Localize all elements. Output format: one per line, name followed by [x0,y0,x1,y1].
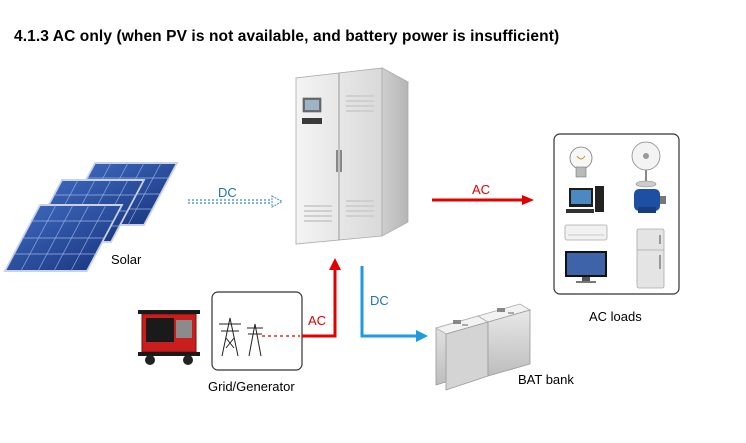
battery-bank-label: BAT bank [518,372,574,387]
inverter-cabinet-icon [294,67,410,245]
fan-icon [631,141,661,188]
battery-bank-icon [435,303,531,391]
flow-label-solar-dc: DC [218,185,237,200]
dc-inactive-arrow [188,194,284,209]
solar-label: Solar [111,252,142,267]
ac-input-arrow [302,258,341,338]
air-conditioner-icon [564,224,608,241]
generator-icon [138,310,200,365]
page-title: 4.1.3 AC only (when PV is not available,… [14,28,560,45]
ac-loads-label: AC loads [589,309,642,324]
light-bulb-icon [569,146,593,178]
flow-label-battery-dc: DC [370,293,389,308]
grid-generator-label: Grid/Generator [208,379,295,394]
ac-loads-box [553,133,680,295]
flow-label-output-ac: AC [472,182,491,197]
refrigerator-icon [636,228,665,289]
ac-output-arrow [432,195,534,205]
grid-box [211,291,303,371]
power-tower-icon [219,317,263,357]
television-icon [565,251,607,283]
flow-label-grid-ac: AC [308,313,327,328]
solar-panel-icon [3,162,179,272]
motor-icon [634,189,666,213]
dc-battery-arrow [360,266,428,342]
computer-icon [566,186,604,213]
